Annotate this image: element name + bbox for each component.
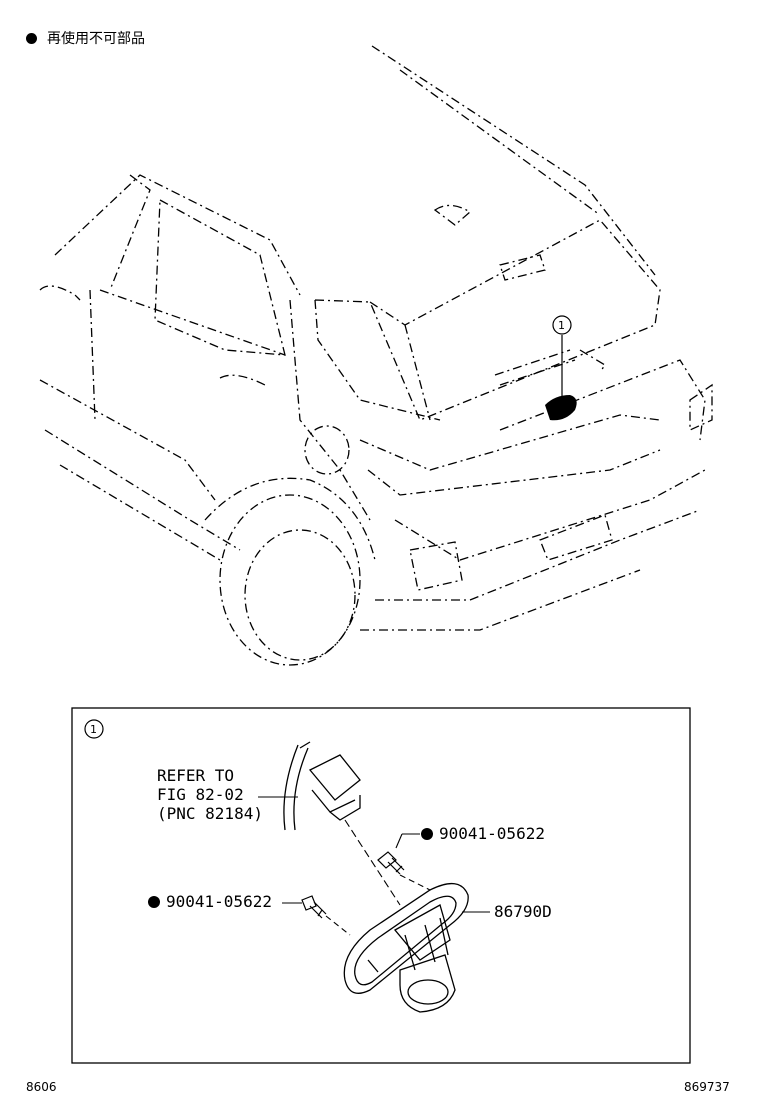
part-number: 86790D: [494, 902, 552, 921]
part-number: 90041-05622: [166, 892, 272, 911]
refer-line-3: (PNC 82184): [157, 804, 263, 823]
leader-lines: [258, 796, 490, 913]
refer-line-2: FIG 82-02: [157, 785, 244, 804]
part-number: 90041-05622: [439, 824, 545, 843]
part-label-screw-left: 90041-05622: [148, 892, 272, 911]
connector-leader: [344, 819, 401, 906]
screw-right: [377, 851, 405, 875]
legend: 再使用不可部品: [26, 28, 145, 48]
vehicle-outline: [39, 45, 713, 631]
callout-marker-number: 1: [558, 319, 565, 332]
footer-right: 869737: [684, 1080, 730, 1094]
detail-box: [71, 707, 691, 1064]
footer-left: 8606: [26, 1080, 57, 1094]
part-label-lamp: 86790D: [494, 902, 552, 921]
wire-connector: [283, 741, 361, 831]
license-lamp-location: [545, 315, 577, 421]
detail-marker-number: 1: [90, 723, 97, 736]
non-reusable-dot-icon: [26, 32, 37, 44]
non-reusable-dot-icon: [421, 827, 433, 840]
part-label-screw-right: 90041-05622: [421, 824, 545, 843]
refer-line-1: REFER TO: [157, 766, 235, 785]
rear-wheel: [219, 494, 361, 666]
detail-marker-circle: [84, 719, 104, 739]
screw-left: [301, 895, 327, 919]
legend-text: 再使用不可部品: [47, 31, 145, 47]
non-reusable-dot-icon: [148, 895, 160, 908]
license-lamp-assembly: [343, 883, 469, 1013]
